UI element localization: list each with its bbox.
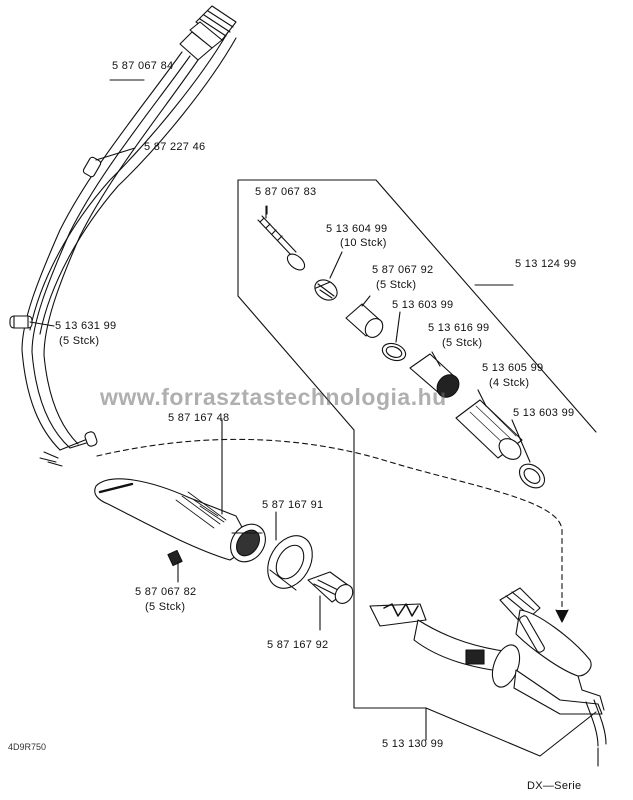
part-number-pin: 5 87 067 82 — [135, 586, 197, 598]
part-number-tube: 5 13 605 99 — [482, 362, 544, 374]
nozzle-drawing — [409, 353, 460, 398]
watermark-text: www.forrasztastechnologia.hu — [100, 384, 447, 410]
o-ring-inner — [385, 346, 403, 358]
insert-drawing — [307, 571, 354, 604]
part-number-cable-tube: 5 87 227 46 — [144, 141, 206, 153]
cable-plug-drawing — [179, 5, 237, 61]
sleeve-drawing — [345, 303, 384, 338]
cable-bundle-drawing — [21, 31, 237, 467]
part-qty-nozzle: (5 Stck) — [442, 337, 483, 349]
leader-line — [29, 321, 55, 327]
leader-line — [477, 389, 487, 407]
leader-line — [395, 311, 401, 343]
tube-drawing — [455, 399, 523, 460]
kit-bracket — [237, 179, 597, 433]
part-number-clip: 5 13 631 99 — [55, 320, 117, 332]
part-qty-sleeve: (5 Stck) — [376, 279, 417, 291]
o-ring-drawing — [518, 463, 546, 489]
part-number-o-ring-small: 5 13 603 99 — [392, 299, 454, 311]
dx-handle-drawing — [499, 587, 607, 747]
leader-line — [329, 251, 343, 279]
ring-drawing — [267, 535, 313, 591]
handle-drawing — [94, 478, 266, 567]
part-number-screw: 5 87 067 83 — [255, 186, 317, 198]
drawing-code: 4D9R750 — [8, 742, 47, 752]
part-qty-tube: (4 Stck) — [489, 377, 530, 389]
leader-line — [511, 419, 531, 463]
part-number-nozzle: 5 13 616 99 — [428, 322, 490, 334]
series-label: DX—Serie — [527, 780, 582, 792]
o-ring-inner — [523, 468, 541, 484]
assembly-path — [96, 438, 563, 619]
part-number-filter: 5 13 604 99 — [326, 223, 388, 235]
part-number-o-ring-large: 5 13 603 99 — [513, 407, 575, 419]
leader-line — [95, 147, 136, 161]
part-number-insert: 5 87 167 92 — [267, 639, 329, 651]
part-number-handle: 5 87 167 48 — [168, 412, 230, 424]
part-number-iron: 5 13 130 99 — [382, 738, 444, 750]
part-number-cable: 5 87 067 84 — [112, 60, 174, 72]
leader-line — [361, 295, 371, 307]
leader-line — [431, 351, 441, 367]
kit-bracket — [353, 429, 597, 757]
screw-drawing — [257, 205, 306, 271]
part-number-sleeve: 5 87 067 92 — [372, 264, 434, 276]
iron-drawing — [369, 603, 603, 715]
part-number-ring: 5 87 167 91 — [262, 499, 324, 511]
arrow-head — [555, 609, 569, 623]
part-qty-filter: (10 Stck) — [340, 237, 387, 249]
part-number-kit: 5 13 124 99 — [515, 258, 577, 270]
o-ring-drawing — [381, 342, 407, 362]
filter-drawing — [314, 279, 338, 301]
part-qty-pin: (5 Stck) — [145, 601, 186, 613]
part-qty-clip: (5 Stck) — [59, 335, 100, 347]
